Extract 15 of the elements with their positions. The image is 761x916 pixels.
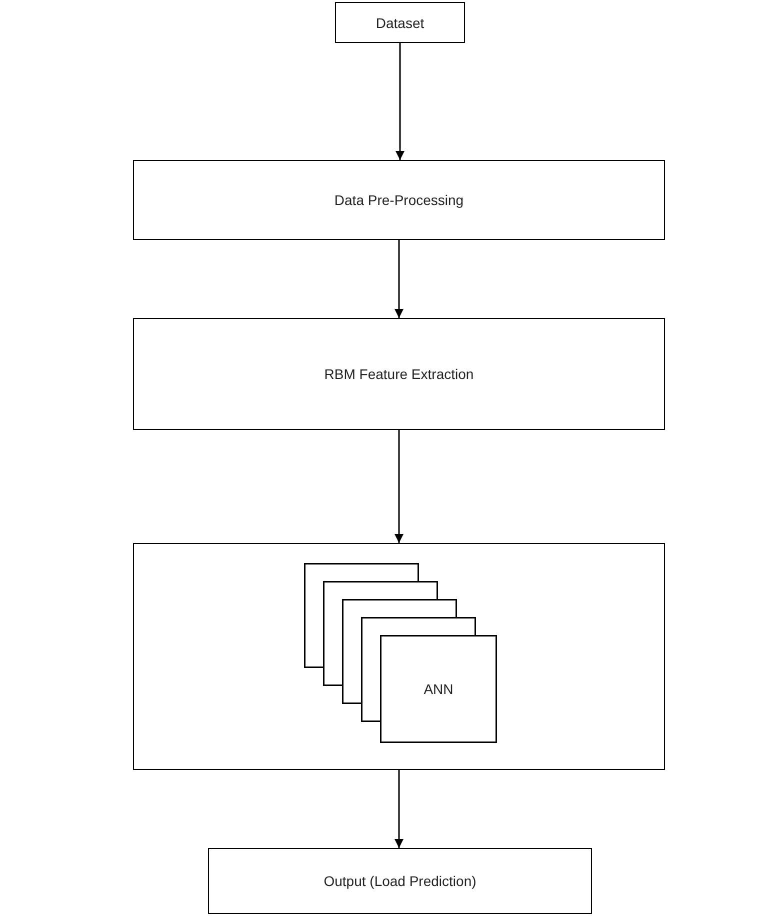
- arrow: [394, 240, 404, 318]
- node-label: ANN: [424, 681, 454, 697]
- node-label: Dataset: [376, 14, 424, 30]
- arrow: [394, 430, 404, 543]
- arrow: [394, 770, 404, 848]
- process-box: [208, 848, 592, 914]
- node-label: Output (Load Prediction): [324, 873, 476, 889]
- node-label: Data Pre-Processing: [334, 192, 464, 208]
- process-box: [133, 318, 665, 430]
- process-box: [335, 2, 465, 43]
- process-box: [133, 160, 665, 240]
- node-label: RBM Feature Extraction: [324, 366, 474, 382]
- arrow: [396, 43, 404, 160]
- container-box: [133, 543, 665, 770]
- stacked-layers-box: [304, 563, 497, 743]
